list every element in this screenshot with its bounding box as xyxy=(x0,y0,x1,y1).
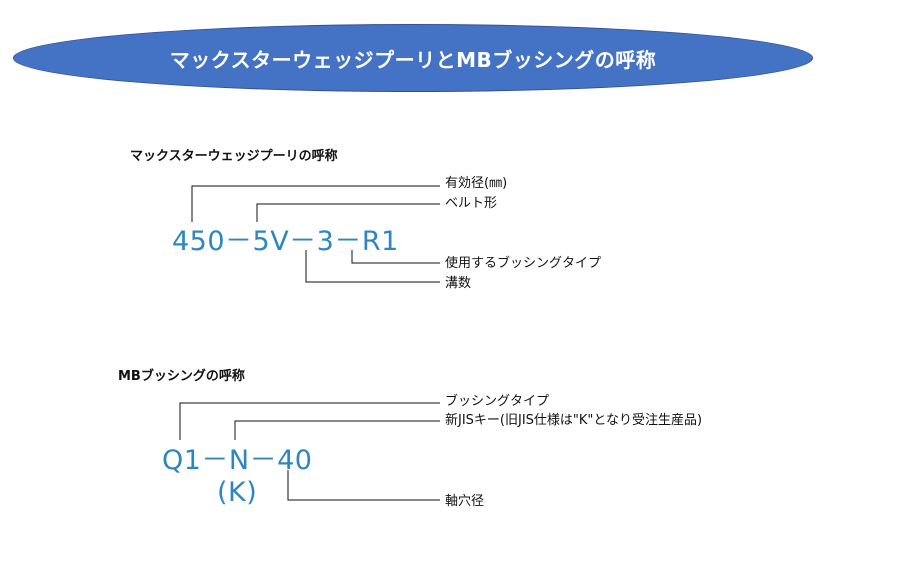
leader-line-diameter xyxy=(191,185,440,222)
leader-line-bushing-type xyxy=(351,250,440,264)
bushing-heading: MBブッシングの呼称 xyxy=(118,369,245,384)
pulley-heading: マックスターウェッジプーリの呼称 xyxy=(130,149,338,164)
leader-line-key xyxy=(234,420,440,440)
bushing-label-type: ブッシングタイプ xyxy=(445,394,550,409)
leader-line-bore xyxy=(287,470,440,501)
pulley-label-grooves: 溝数 xyxy=(445,276,472,291)
leader-line-grooves xyxy=(305,250,440,283)
banner-title: マックスターウェッジプーリとMBブッシングの呼称 xyxy=(169,47,657,72)
title-banner: マックスターウェッジプーリとMBブッシングの呼称 xyxy=(13,24,813,92)
pulley-label-diameter: 有効径(㎜) xyxy=(445,176,508,191)
pulley-label-bushing-type: 使用するブッシングタイプ xyxy=(445,256,602,271)
bushing-alt-code: (K) xyxy=(217,477,258,508)
pulley-code: 450－5V－3－R1 xyxy=(172,226,399,257)
leader-line-type xyxy=(179,402,440,440)
bushing-code: Q1－N－40 xyxy=(162,445,313,476)
bushing-label-bore: 軸穴径 xyxy=(445,494,485,509)
leader-line-belt xyxy=(256,203,440,222)
pulley-label-belt: ベルト形 xyxy=(445,196,498,211)
bushing-label-key: 新JISキー(旧JIS仕様は"K"となり受注生産品) xyxy=(445,413,703,428)
